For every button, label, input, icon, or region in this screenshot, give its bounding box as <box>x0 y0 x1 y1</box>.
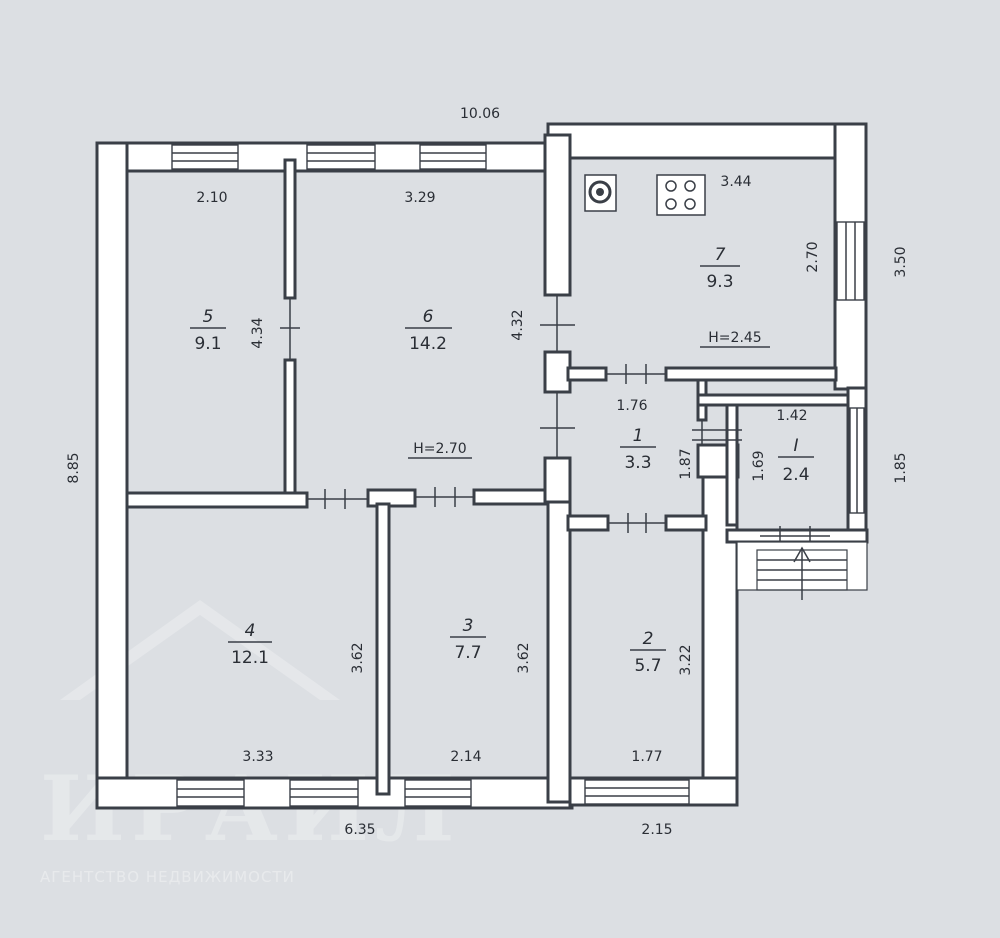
room-7: 3.44 2.70 7 9.3 H=2.45 <box>700 174 821 348</box>
room-7-number: 7 <box>715 245 726 265</box>
room-3-length: 3.62 <box>516 642 532 673</box>
window-room4-right <box>289 779 359 807</box>
room-4-area: 12.1 <box>231 648 269 668</box>
room-6-number: 6 <box>423 307 434 327</box>
entrance-arrow-icon <box>793 546 811 600</box>
room-4-number: 4 <box>245 621 256 641</box>
room-1: 1.76 1.87 1 3.3 <box>616 398 694 480</box>
room-1-number: 1 <box>633 426 644 446</box>
dim-bottom-right: 2.15 <box>641 822 672 838</box>
room-6-length: 4.32 <box>510 309 526 340</box>
room-2-number: 2 <box>643 629 654 649</box>
room-1-area: 3.3 <box>624 453 651 473</box>
room-2: 1.77 3.22 2 5.7 <box>630 629 694 765</box>
room-3-number: 3 <box>463 616 474 636</box>
room-5-width: 2.10 <box>196 190 227 206</box>
room-vestibule-width: 1.42 <box>776 408 807 424</box>
room-3-width: 2.14 <box>450 749 481 765</box>
dim-top-total: 10.06 <box>460 106 500 122</box>
room-4-width: 3.33 <box>242 749 273 765</box>
room-vestibule-area: 2.4 <box>782 465 809 485</box>
window-kitchen <box>836 221 865 301</box>
room-6-height: H=2.70 <box>413 441 466 457</box>
room-5-length: 4.34 <box>250 317 266 348</box>
room-1-length: 1.87 <box>678 448 694 479</box>
room-5: 2.10 4.34 5 9.1 <box>190 190 266 354</box>
overall-dimensions: 10.06 8.85 6.35 2.15 3.50 1.85 <box>66 106 909 838</box>
room-5-number: 5 <box>203 307 214 327</box>
dim-right-lower: 1.85 <box>893 452 909 483</box>
room-vestibule-number: I <box>793 436 798 456</box>
dim-left-total: 8.85 <box>66 452 82 483</box>
dim-right-upper: 3.50 <box>893 246 909 277</box>
room-7-width: 3.44 <box>720 174 751 190</box>
room-5-area: 9.1 <box>194 334 221 354</box>
dim-bottom-left: 6.35 <box>344 822 375 838</box>
room-3-area: 7.7 <box>454 643 481 663</box>
entrance-steps <box>736 541 868 600</box>
doors <box>280 295 830 546</box>
room-6-area: 14.2 <box>409 334 447 354</box>
window-room5 <box>171 144 239 170</box>
room-7-area: 9.3 <box>706 272 733 292</box>
room-1-width: 1.76 <box>616 398 647 414</box>
windows <box>171 144 865 807</box>
inner-walls <box>125 133 869 804</box>
room-4-length: 3.62 <box>350 642 366 673</box>
room-2-length: 3.22 <box>678 644 694 675</box>
room-6: 3.29 4.32 6 14.2 H=2.70 <box>404 190 526 459</box>
room-2-area: 5.7 <box>634 656 661 676</box>
room-7-length: 2.70 <box>805 241 821 272</box>
watermark-tagline: АГЕНТСТВО НЕДВИЖИМОСТИ <box>40 868 295 886</box>
stove-icon <box>584 174 617 212</box>
room-vestibule-length: 1.69 <box>751 450 767 481</box>
window-room3 <box>404 779 472 807</box>
window-room6-left <box>306 144 376 170</box>
room-4: 3.33 3.62 4 12.1 <box>228 621 366 765</box>
window-room6-right <box>419 144 487 170</box>
window-room4-left <box>176 779 245 807</box>
window-room2 <box>584 779 690 805</box>
room-2-width: 1.77 <box>631 749 662 765</box>
outer-walls <box>95 122 868 810</box>
room-7-height: H=2.45 <box>708 330 761 346</box>
cooktop-icon <box>656 174 706 216</box>
room-3: 2.14 3.62 3 7.7 <box>450 616 532 765</box>
room-6-width: 3.29 <box>404 190 435 206</box>
room-vestibule: 1.42 1.69 I 2.4 <box>751 408 814 485</box>
